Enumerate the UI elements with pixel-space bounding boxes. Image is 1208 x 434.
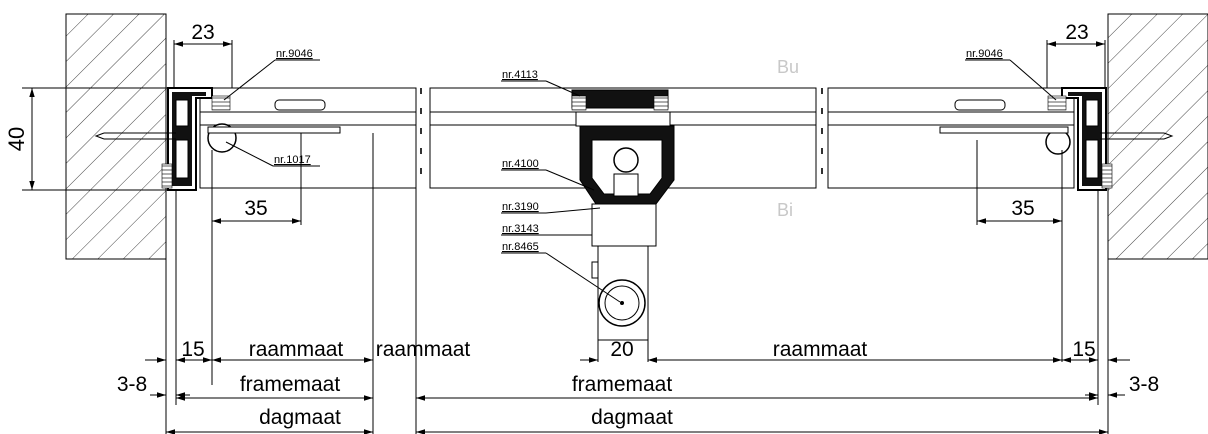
right-frame-profile [939, 87, 1174, 191]
left-frame-profile [94, 87, 341, 191]
dim-right-edge: 15 [1072, 338, 1095, 361]
part-label-center-profile: nr.4100 [502, 158, 539, 170]
label-framemaat-right: framemaat [572, 373, 673, 396]
dim-right-clearance: 3-8 [1129, 373, 1159, 396]
inside-label: Bi [777, 200, 793, 220]
part-label-right-seal: nr.9046 [966, 48, 1003, 60]
part-callouts: nr.9046 nr.9046 nr.1017 nr.4113 nr.4100 … [223, 48, 1057, 303]
part-label-left-seal: nr.9046 [276, 48, 313, 60]
label-dagmaat-right: dagmaat [591, 406, 673, 429]
right-wall [1107, 13, 1208, 260]
left-wall [65, 13, 167, 260]
dim-left-wall-offset: 23 [191, 21, 214, 44]
part-label-top-cap: nr.4113 [502, 69, 538, 81]
outside-label: Bu [777, 57, 799, 77]
dimension-lines [29, 41, 1130, 434]
extension-lines [22, 40, 1109, 434]
part-label-roller: nr.1017 [274, 154, 311, 166]
label-dagmaat-left: dagmaat [259, 406, 341, 429]
part-label-bracket: nr.3143 [502, 223, 539, 235]
label-raammaat-mid: raammaat [376, 338, 471, 361]
part-label-clip: nr.3190 [502, 201, 539, 213]
dim-center-gap: 20 [610, 338, 633, 361]
center-profile [571, 89, 675, 341]
part-label-tube: nr.8465 [502, 241, 539, 253]
dim-glass-thickness: 40 [4, 127, 29, 151]
label-raammaat-right: raammaat [773, 338, 868, 361]
dim-left-rail-offset: 35 [244, 197, 267, 220]
dim-left-edge: 15 [181, 338, 204, 361]
label-raammaat-left: raammaat [249, 338, 344, 361]
dim-right-wall-offset: 23 [1065, 21, 1088, 44]
dim-right-rail-offset: 35 [1011, 197, 1034, 220]
label-framemaat-left: framemaat [240, 373, 341, 396]
dim-left-clearance: 3-8 [117, 373, 147, 396]
